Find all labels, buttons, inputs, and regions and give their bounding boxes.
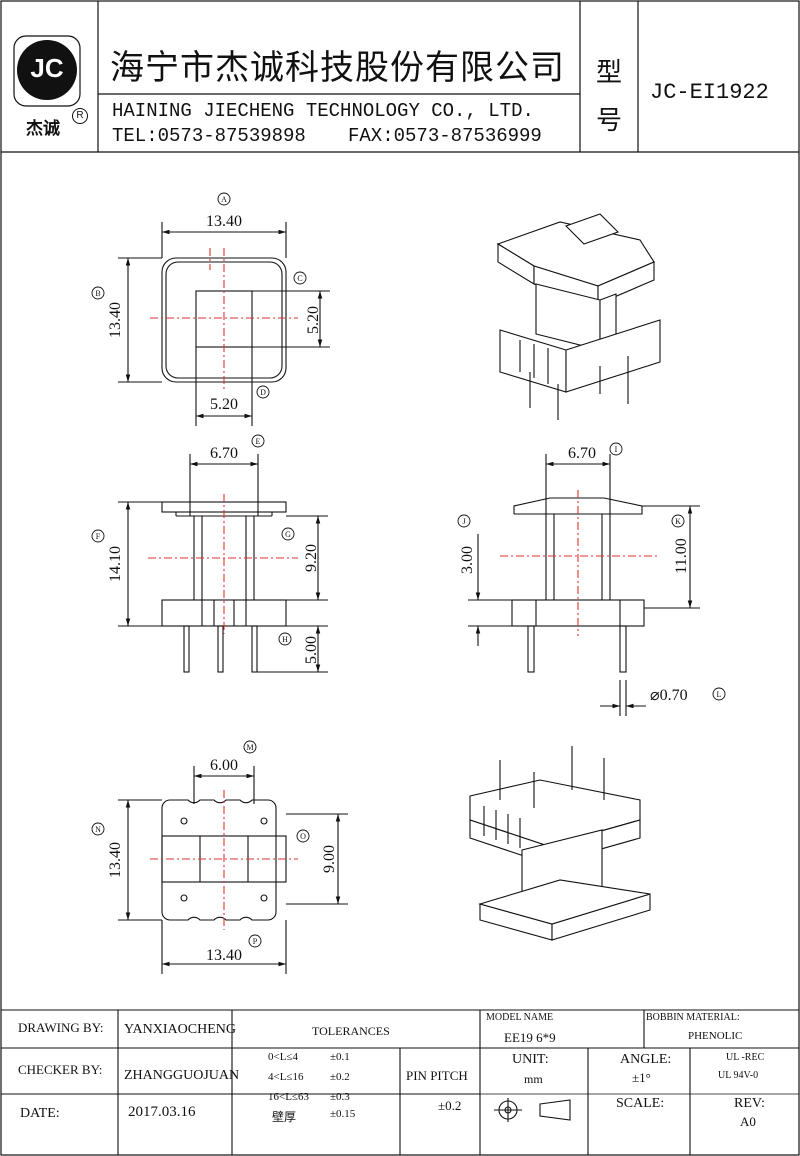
- dim-b-tag: B: [95, 289, 100, 298]
- view-side: [468, 454, 700, 716]
- model-label-1: 型: [596, 58, 623, 88]
- logo-registered: R: [72, 108, 88, 124]
- dim-e-value: 6.70: [210, 445, 238, 462]
- company-tel: TEL:0573-87539898: [112, 125, 306, 147]
- date-value: 2017.03.16: [128, 1104, 196, 1120]
- checker-by-value: ZHANGGUOJUAN: [124, 1068, 240, 1083]
- rev-label: REV:: [734, 1096, 765, 1111]
- drawing-by-label: DRAWING BY:: [18, 1020, 104, 1035]
- tolerances-label: TOLERANCES: [312, 1024, 390, 1038]
- view-top: [118, 222, 330, 426]
- unit-value: mm: [524, 1072, 543, 1086]
- view-bottom: [118, 766, 348, 974]
- ul-rating-2: UL 94V-0: [718, 1070, 759, 1081]
- dim-n-tag: N: [95, 825, 101, 834]
- dim-l-tag: L: [717, 690, 722, 699]
- model-number: JC-EI1922: [650, 80, 769, 105]
- tol-range-2: 4<L≤16: [268, 1071, 304, 1083]
- dim-c-value: 5.20: [305, 306, 322, 334]
- dim-p-value: 13.40: [206, 947, 242, 964]
- dim-n-value: 13.40: [107, 842, 124, 878]
- view-front: [118, 454, 328, 673]
- angle-label: ANGLE:: [620, 1052, 672, 1067]
- dim-i-value: 6.70: [568, 445, 596, 462]
- date-label: DATE:: [20, 1106, 60, 1121]
- bobbin-material-value: PHENOLIC: [688, 1030, 743, 1042]
- dim-h-tag: H: [282, 635, 288, 644]
- logo-sub: 杰诚: [26, 119, 60, 139]
- scale-label: SCALE:: [616, 1096, 665, 1111]
- dim-b-value: 13.40: [107, 302, 124, 338]
- pin-pitch-label: PIN PITCH: [406, 1068, 468, 1083]
- pin-pitch-value: ±0.2: [438, 1098, 462, 1113]
- dim-j-value: 3.00: [459, 546, 476, 574]
- dim-k-tag: K: [675, 517, 681, 526]
- jc-logo: [13, 35, 81, 107]
- dim-g-value: 9.20: [303, 544, 320, 572]
- dim-h-value: 5.00: [303, 636, 320, 664]
- dim-d-value: 5.20: [210, 396, 238, 413]
- dim-o-value: 9.00: [321, 845, 338, 873]
- dim-a-value: 13.40: [206, 213, 242, 230]
- dim-g-tag: G: [285, 530, 291, 539]
- company-name-cn: 海宁市杰诚科技股份有限公司: [110, 48, 565, 88]
- dim-j-tag: J: [462, 517, 465, 526]
- logo-letters: JC: [30, 53, 64, 83]
- tol-value-4: ±0.15: [330, 1108, 356, 1120]
- tol-value-1: ±0.1: [330, 1051, 350, 1063]
- dim-k-value: 11.00: [673, 538, 690, 573]
- model-name-value: EE19 6*9: [504, 1030, 556, 1045]
- angle-value: ±1°: [632, 1070, 651, 1085]
- dim-f-tag: F: [96, 532, 101, 541]
- tol-range-3: 16<L≤63: [268, 1091, 309, 1103]
- title-block-frame: [1, 1009, 799, 1155]
- company-name-en: HAINING JIECHENG TECHNOLOGY CO., LTD.: [112, 100, 534, 122]
- dim-d-tag: D: [260, 388, 266, 397]
- model-name-label: MODEL NAME: [486, 1012, 554, 1023]
- tol-range-1: 0<L≤4: [268, 1051, 298, 1063]
- dim-m-tag: M: [246, 743, 253, 752]
- company-fax: FAX:0573-87536999: [348, 125, 542, 147]
- drawing-by-value: YANXIAOCHENG: [124, 1022, 236, 1037]
- isometric-view-bottom: [469, 746, 651, 941]
- checker-by-label: CHECKER BY:: [18, 1062, 103, 1077]
- tol-value-2: ±0.2: [330, 1071, 350, 1083]
- ul-rating-1: UL -REC: [726, 1052, 765, 1063]
- rev-value: A0: [740, 1114, 756, 1129]
- tol-value-3: ±0.3: [330, 1091, 350, 1103]
- dim-i-tag: I: [615, 445, 618, 454]
- dim-e-tag: E: [256, 437, 261, 446]
- tol-range-4: 壁厚: [272, 1110, 297, 1124]
- dim-m-value: 6.00: [210, 757, 238, 774]
- bobbin-material-label: BOBBIN MATERIAL:: [646, 1012, 740, 1023]
- dim-l-value: ⌀0.70: [650, 687, 688, 704]
- unit-label: UNIT:: [512, 1052, 549, 1067]
- dim-o-tag: O: [300, 832, 306, 841]
- dim-a-tag: A: [221, 195, 227, 204]
- dim-p-tag: P: [253, 937, 258, 946]
- model-label-2: 号: [596, 106, 623, 136]
- isometric-view-top: [496, 213, 661, 420]
- dim-f-value: 14.10: [107, 546, 124, 582]
- dim-c-tag: C: [297, 274, 302, 283]
